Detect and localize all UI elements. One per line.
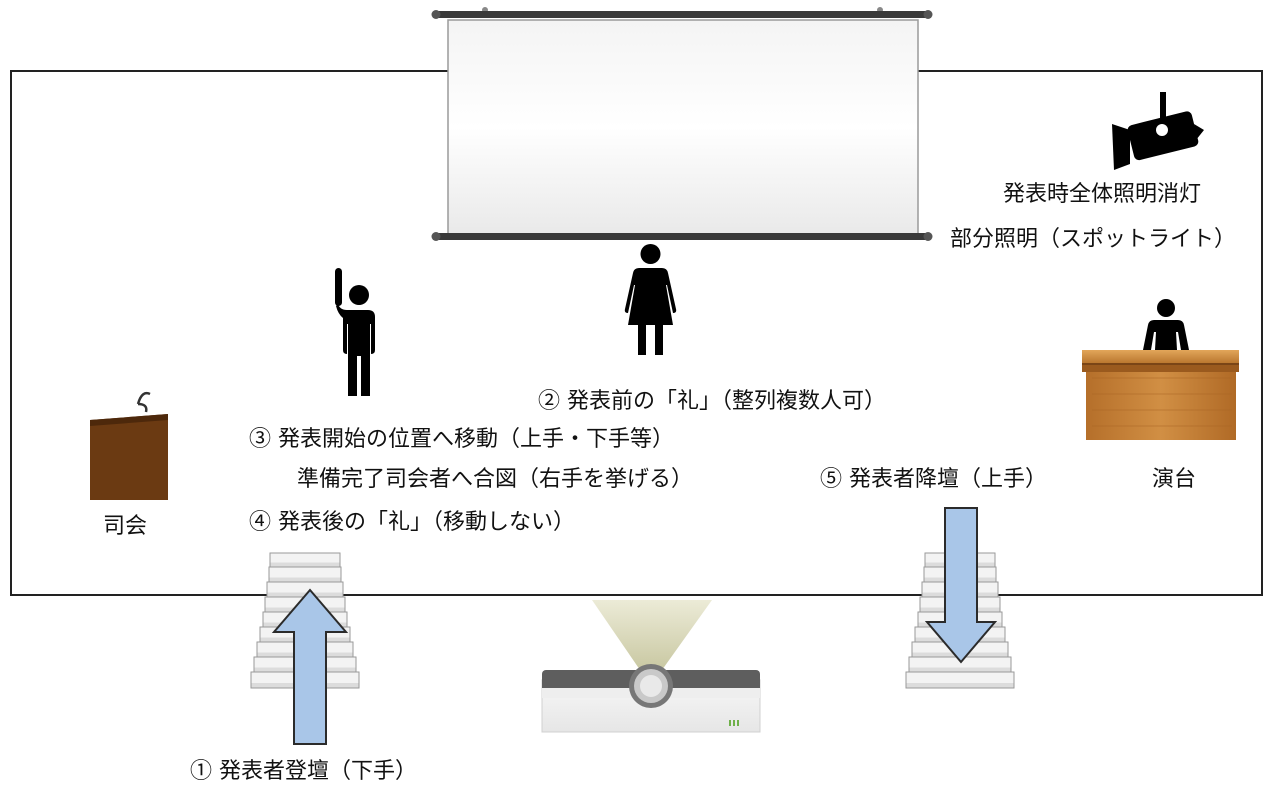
mc-label: 司会 bbox=[103, 514, 148, 539]
step5-label: ⑤ 発表者降壇（上手） bbox=[820, 467, 1047, 492]
lectern-icon bbox=[90, 391, 168, 500]
lighting-label: 発表時全体照明消灯 bbox=[1003, 182, 1202, 207]
projector-icon bbox=[541, 600, 761, 733]
step2-label: ② 発表前の「礼」（整列複数人可） bbox=[538, 389, 886, 414]
arrow-up-icon bbox=[271, 588, 349, 745]
step1-label: ① 発表者登壇（下手） bbox=[190, 759, 417, 784]
presenter-raising-hand-icon bbox=[335, 268, 375, 396]
spotlight-label: 部分照明（スポットライト） bbox=[950, 227, 1237, 252]
podium-label: 演台 bbox=[1152, 467, 1197, 492]
projection-screen-icon bbox=[431, 7, 933, 241]
step3-note-label: 準備完了司会者へ合図（右手を挙げる） bbox=[297, 467, 694, 492]
presenter-bowing-icon bbox=[624, 244, 677, 355]
arrow-down-icon bbox=[924, 507, 998, 664]
podium-person-icon bbox=[1143, 299, 1189, 350]
step4-label: ④ 発表後の「礼」（移動しない） bbox=[249, 510, 575, 535]
spotlight-icon bbox=[1112, 92, 1204, 170]
step3-label: ③ 発表開始の位置へ移動（上手・下手等） bbox=[249, 427, 674, 452]
podium-desk-icon bbox=[1082, 350, 1239, 440]
